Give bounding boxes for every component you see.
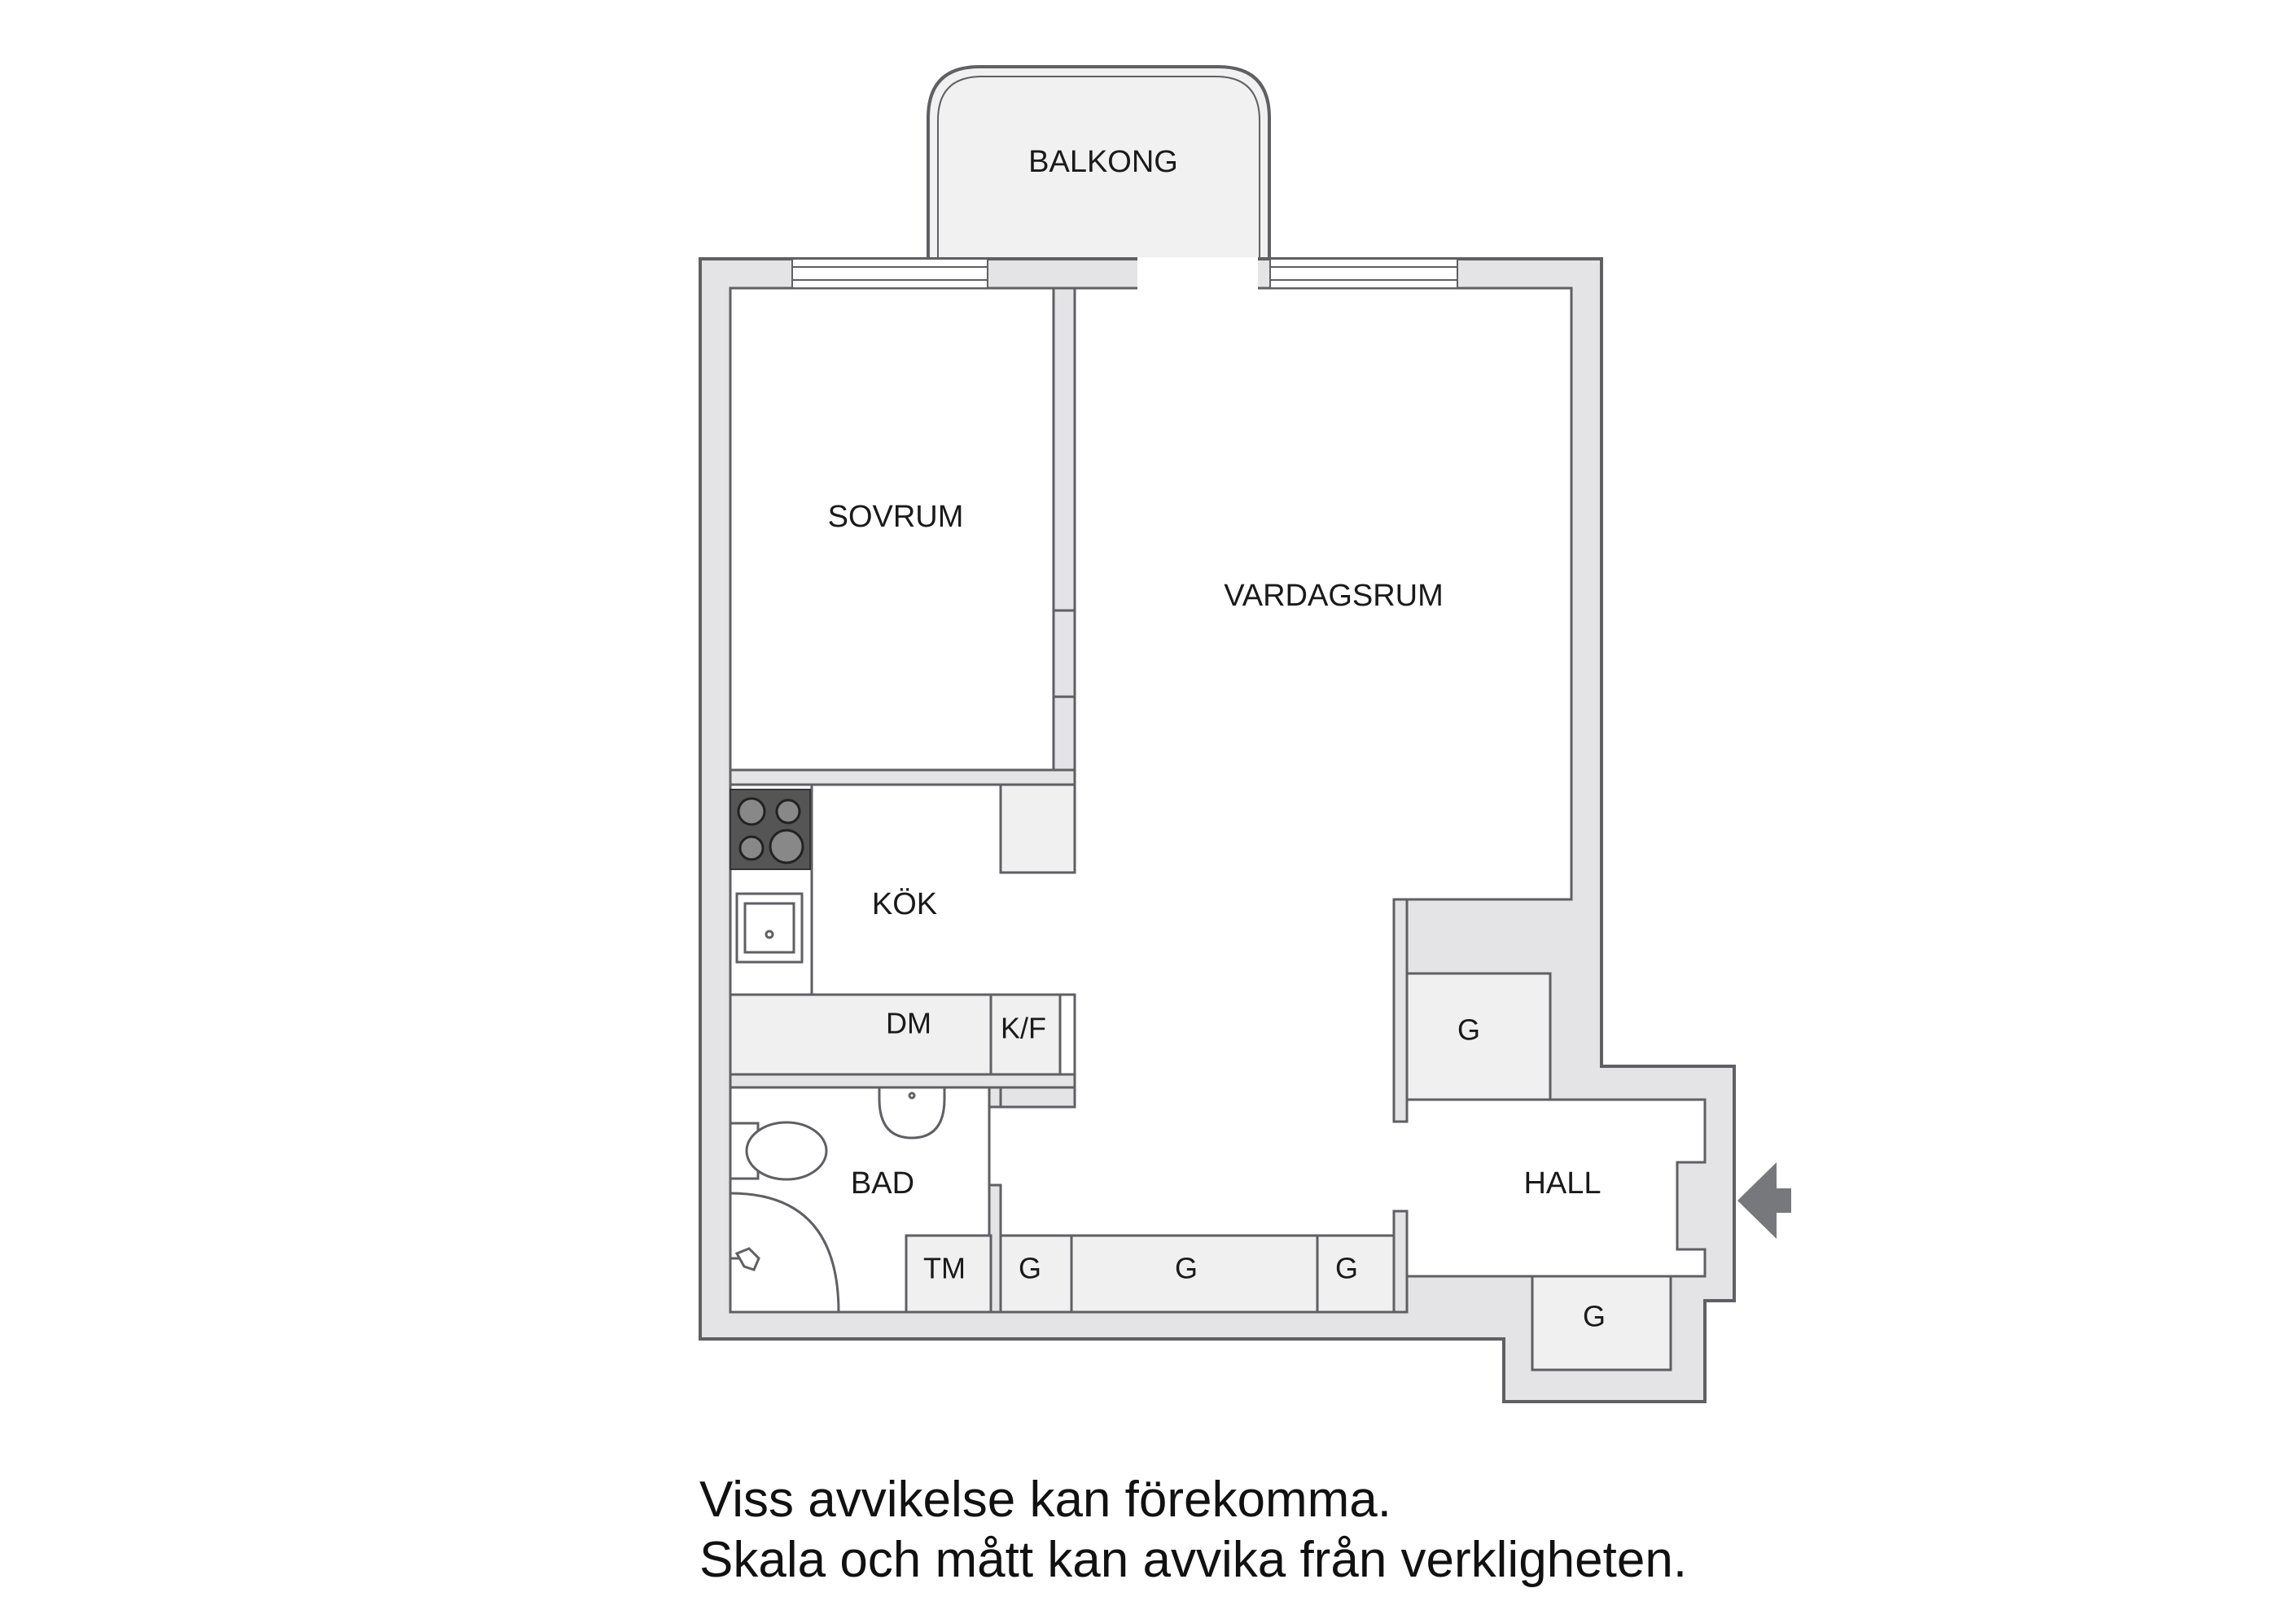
label-sovrum: SOVRUM (828, 500, 964, 534)
unit-kf (989, 993, 1062, 1076)
wall-hall-left-lower (1392, 1210, 1409, 1314)
interior-floor (729, 287, 1707, 1314)
unit-upper-box (999, 783, 1076, 874)
window-sovrum (791, 258, 988, 289)
label-g-b1: G (1019, 1252, 1041, 1285)
sink-icon (735, 892, 804, 964)
wall-hall-left-upper (1392, 898, 1409, 1123)
label-kf: K/F (1001, 1012, 1046, 1045)
balcony-rail (937, 76, 1260, 259)
label-kok: KÖK (872, 887, 937, 921)
unit-g-b3 (1316, 1234, 1396, 1314)
units (729, 783, 1672, 1371)
wall-bath-right-upper (988, 1086, 1002, 1109)
shower-icon (730, 1192, 840, 1313)
wall-sovrum-bottom (729, 768, 1076, 786)
washbasin-icon (878, 1086, 946, 1140)
unit-g-hall-upper (1405, 972, 1552, 1101)
partition-walls (729, 287, 1409, 1314)
label-g-hall-upper: G (1457, 1013, 1480, 1047)
toilet-icon (729, 1121, 828, 1181)
label-bad: BAD (851, 1166, 914, 1201)
label-hall: HALL (1523, 1166, 1601, 1201)
unit-g-hall-lower (1531, 1275, 1672, 1371)
unit-g-b2 (1070, 1234, 1319, 1314)
wall-sovrum-upper (1052, 287, 1076, 612)
entrance-arrow-icon (1737, 1162, 1791, 1239)
balcony-area (927, 65, 1271, 260)
label-vardagsrum: VARDAGSRUM (1224, 579, 1444, 613)
label-balkong: BALKONG (1028, 145, 1178, 179)
unit-dm (729, 993, 992, 1076)
unit-tm (905, 1234, 992, 1314)
label-g-b3: G (1335, 1252, 1358, 1285)
label-g-hall-lower: G (1583, 1300, 1606, 1333)
label-tm: TM (923, 1252, 966, 1285)
label-dm: DM (886, 1007, 931, 1040)
disclaimer-line-1: Viss avvikelse kan förekomma. (699, 1472, 1391, 1528)
wall-kitchen-bath (729, 1073, 1076, 1089)
window-vardagsrum (1269, 258, 1458, 289)
unit-g-b1 (999, 1234, 1073, 1314)
stove-icon (730, 789, 811, 870)
label-g-b2: G (1175, 1252, 1198, 1285)
balcony-door-opening (1137, 257, 1258, 290)
disclaimer-line-2: Skala och mått kan avvika från verklighe… (699, 1532, 1688, 1588)
